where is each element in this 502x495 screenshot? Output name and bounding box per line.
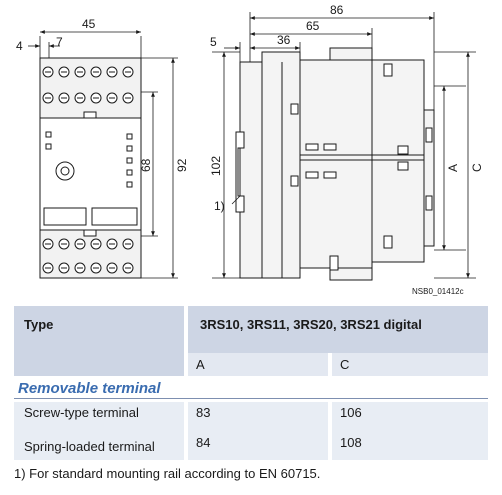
row-name: Spring-loaded terminal <box>24 439 155 454</box>
dim-7: 7 <box>56 35 63 49</box>
dim-45: 45 <box>82 17 96 31</box>
dim-86: 86 <box>330 3 344 17</box>
header-divider <box>184 306 188 376</box>
footnote: 1) For standard mounting rail according … <box>14 466 321 481</box>
row-value-c: 106 <box>340 405 362 420</box>
side-details <box>290 63 433 271</box>
type-label: Type <box>24 317 54 332</box>
row-value-c: 108 <box>340 435 362 450</box>
dim-36: 36 <box>277 33 291 47</box>
dim-102: 102 <box>209 156 223 176</box>
row-divider-1 <box>184 402 188 460</box>
row-value-a: 83 <box>196 405 211 420</box>
column-c-header: C <box>332 353 488 376</box>
dimension-drawing: 4 7 45 68 92 <box>16 3 484 296</box>
dim-65: 65 <box>306 19 320 33</box>
ref-footnote-1: 1) <box>214 199 225 213</box>
table-body: Screw-type terminal 83 106 Spring-loaded… <box>14 402 488 460</box>
dim-68: 68 <box>139 158 153 172</box>
section-rule <box>14 398 488 399</box>
column-a-header: A <box>188 353 328 376</box>
section-title: Removable terminal <box>18 380 161 397</box>
row-name: Screw-type terminal <box>24 405 139 420</box>
dim-C: C <box>470 163 484 172</box>
side-dimensions <box>212 12 476 279</box>
row-divider-2 <box>328 402 332 460</box>
column-divider <box>328 353 332 376</box>
models-label: 3RS10, 3RS11, 3RS20, 3RS21 digital <box>200 317 422 332</box>
table-header: Type 3RS10, 3RS11, 3RS20, 3RS21 digital … <box>14 306 488 376</box>
row-value-a: 84 <box>196 435 211 450</box>
dim-4: 4 <box>16 39 23 53</box>
drawing-code: NSB0_01412c <box>412 287 464 296</box>
dim-A: A <box>446 164 460 172</box>
dim-92: 92 <box>175 158 189 172</box>
led-column <box>45 131 133 188</box>
front-dimensions <box>28 30 178 279</box>
dim-5: 5 <box>210 35 217 49</box>
